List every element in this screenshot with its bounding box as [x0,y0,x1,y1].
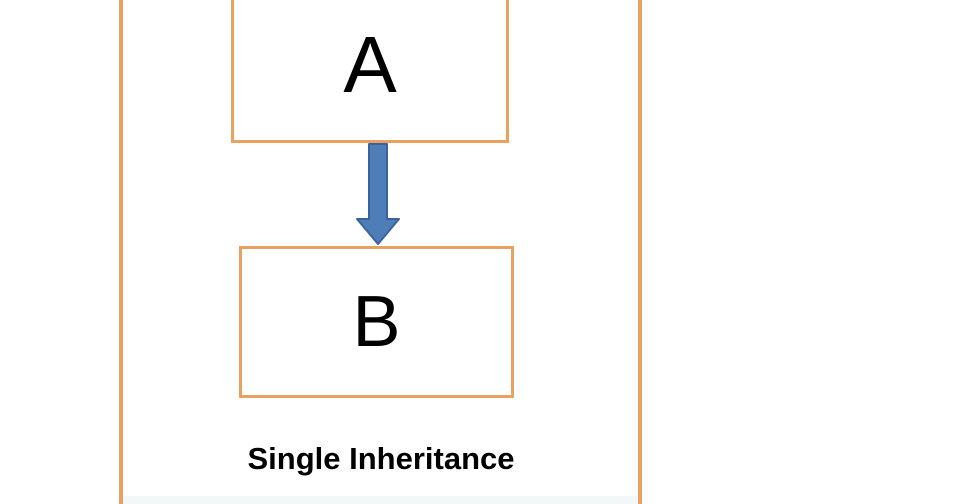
node-b-label: B [352,282,401,362]
down-block-arrow-icon [356,143,400,245]
node-a-box: A [231,0,509,143]
node-a-label: A [343,20,397,109]
diagram-caption: Single Inheritance [247,441,515,476]
node-b-box: B [239,246,514,398]
bottom-edge-band [123,496,638,504]
outer-frame [119,0,642,504]
inheritance-arrow [355,143,401,246]
